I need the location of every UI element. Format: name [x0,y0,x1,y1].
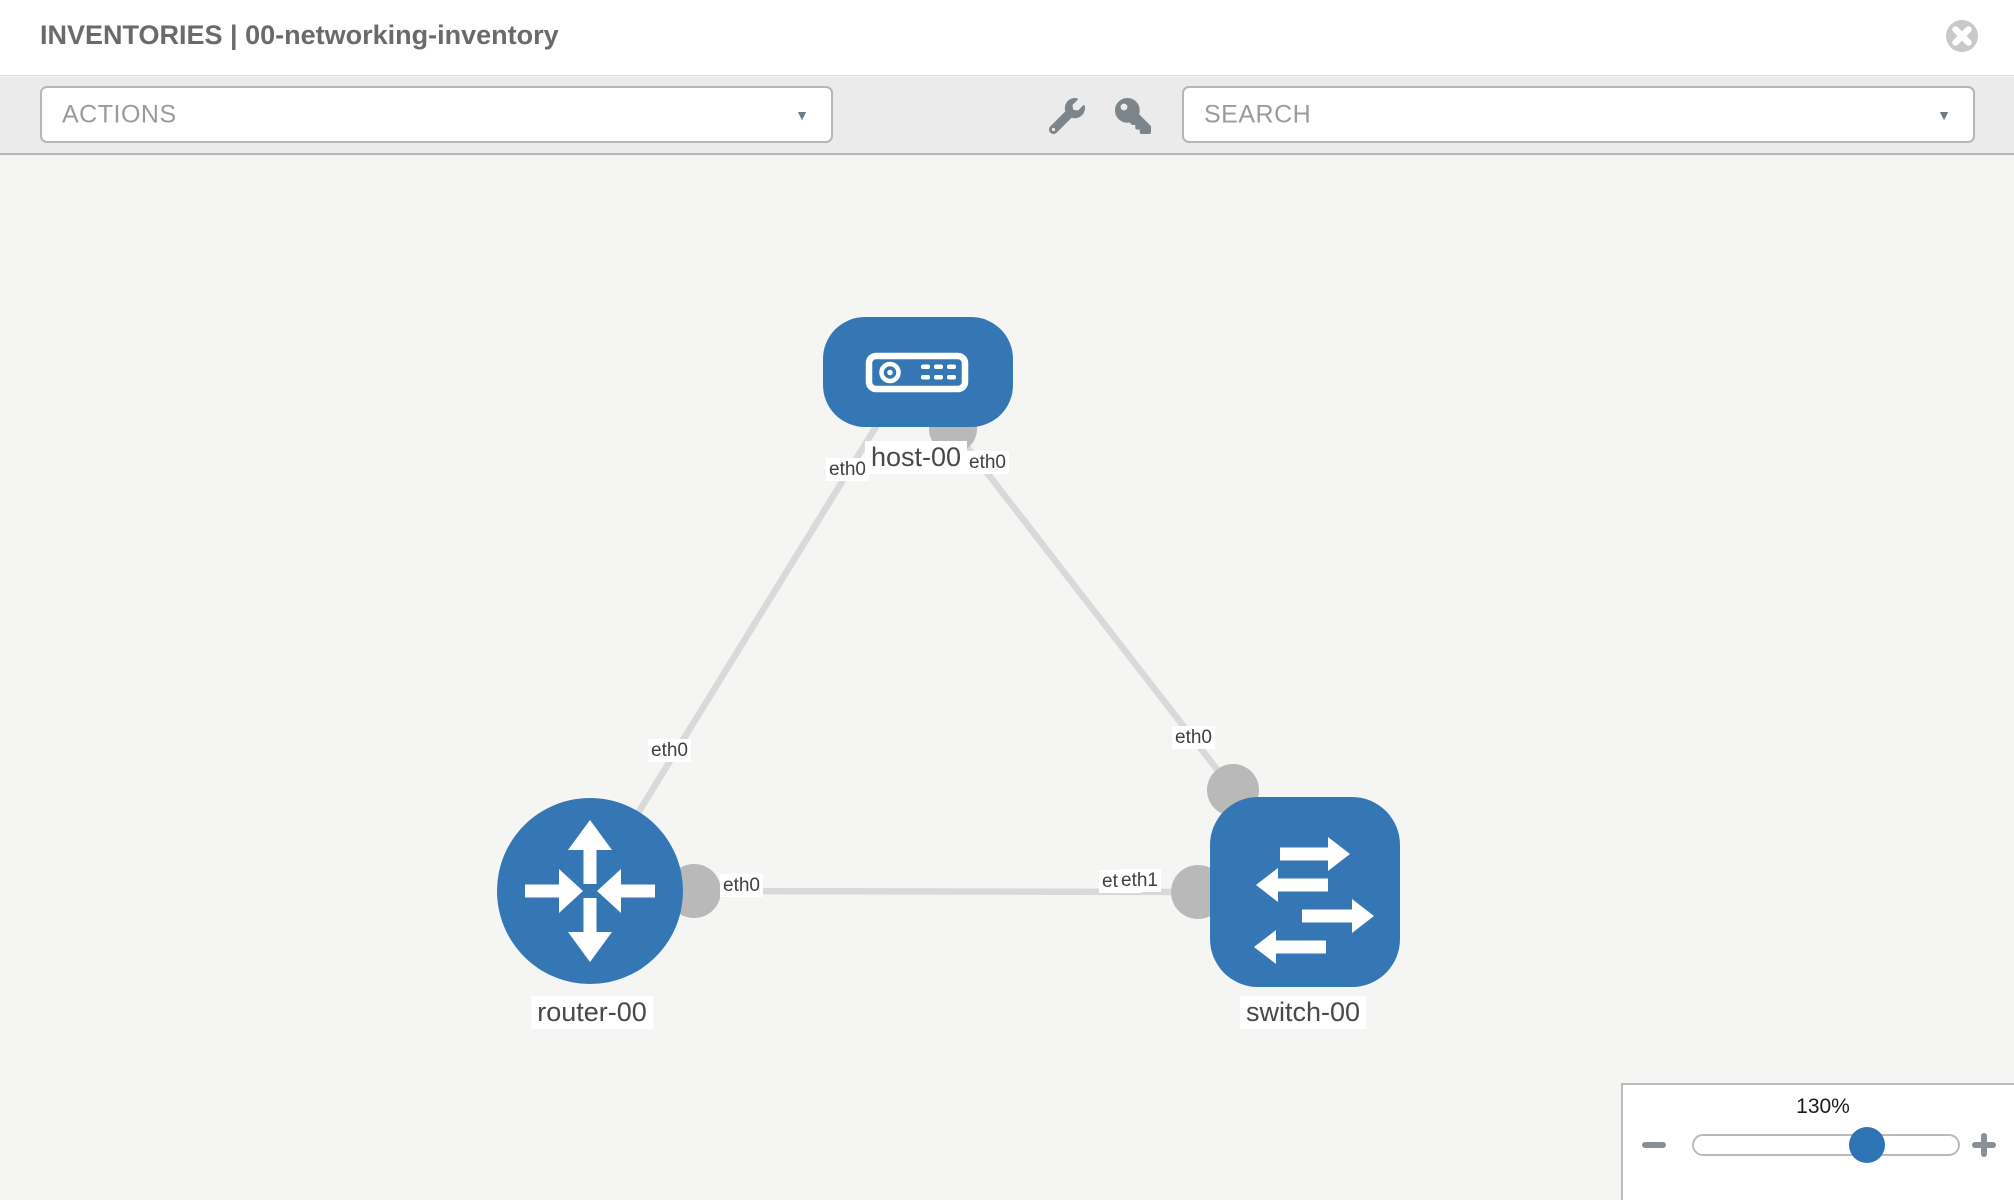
page-title: INVENTORIES | 00-networking-inventory [40,20,559,50]
node-switch-00[interactable] [1210,797,1400,987]
search-dropdown[interactable]: SEARCH ▼ [1182,86,1975,143]
header: INVENTORIES | 00-networking-inventory [0,0,2014,76]
wrench-button[interactable] [1046,97,1088,137]
router-icon [525,820,655,962]
key-button[interactable] [1112,97,1154,137]
close-icon [1946,19,1978,52]
zoom-slider[interactable] [1692,1127,1960,1163]
zoom-in-button[interactable] [1971,1132,1997,1158]
zoom-slider-knob[interactable] [1849,1127,1885,1163]
minus-icon [1642,1142,1666,1148]
zoom-value: 130% [1796,1095,1850,1118]
links-layer [587,423,1236,896]
chevron-down-icon: ▼ [795,106,809,123]
iface-label-router-eth0-link: eth0 [720,874,763,897]
iface-label-router-eth0-top: eth0 [648,739,691,762]
node-label-host-00: host-00 [864,441,968,474]
iface-label-host-eth0-right: eth0 [966,451,1009,474]
node-host-00[interactable] [823,317,1013,427]
wrench-icon [1048,97,1085,134]
node-router-00[interactable] [497,798,683,984]
plus-icon [1981,1133,1987,1157]
actions-dropdown[interactable]: ACTIONS ▼ [40,86,833,143]
zoom-control: 130% [1621,1083,2014,1200]
actions-dropdown-label: ACTIONS [62,100,177,128]
zoom-out-button[interactable] [1641,1132,1667,1158]
chevron-down-icon: ▼ [1937,106,1951,123]
iface-label-host-eth0-left: eth0 [826,458,869,481]
topology-canvas[interactable]: eth0 eth0 eth0 eth0 eth0 eth0 eth1 host-… [0,155,2014,1200]
close-button[interactable] [1942,17,1982,57]
node-label-router-00: router-00 [531,996,653,1029]
switch-icon [1254,837,1374,964]
host-icon [865,352,969,393]
key-icon [1115,97,1151,134]
iface-label-switch-eth0-top: eth0 [1172,726,1215,749]
iface-label-switch-eth1: eth1 [1118,869,1161,892]
toolbar: ACTIONS ▼ SEARCH ▼ [0,77,2014,155]
search-dropdown-label: SEARCH [1204,100,1312,128]
node-label-switch-00: switch-00 [1239,996,1367,1029]
